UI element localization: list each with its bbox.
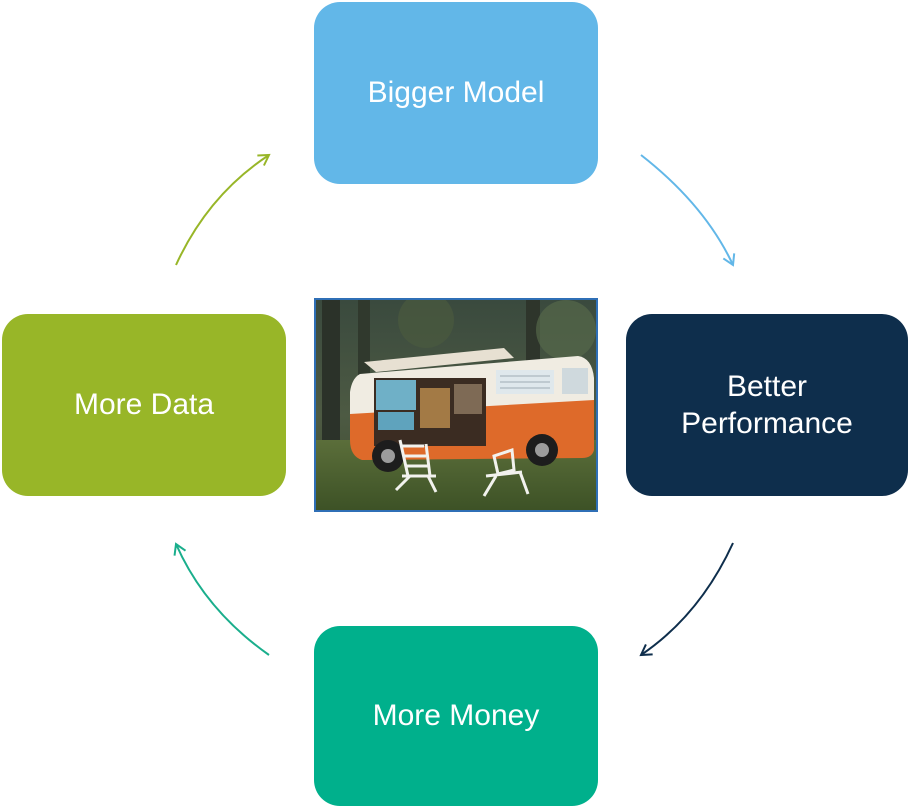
arrow-right-to-bottom <box>639 542 734 657</box>
camper-van-photo <box>314 298 598 512</box>
node-more-data: More Data <box>2 314 286 496</box>
node-bigger-model-label: Bigger Model <box>367 76 545 110</box>
node-bigger-model: Bigger Model <box>314 2 598 184</box>
arrow-top-to-right <box>640 154 736 267</box>
arrow-bottom-to-left <box>173 542 270 656</box>
node-more-data-label: More Data <box>73 388 215 422</box>
node-more-money-label: More Money <box>372 699 540 733</box>
arrow-left-to-top <box>175 153 271 266</box>
node-better-performance-line-1: Better <box>726 369 808 403</box>
node-better-performance: Better Performance <box>626 314 908 496</box>
node-more-money: More Money <box>314 626 598 806</box>
node-better-performance-line-2: Performance <box>681 407 853 440</box>
